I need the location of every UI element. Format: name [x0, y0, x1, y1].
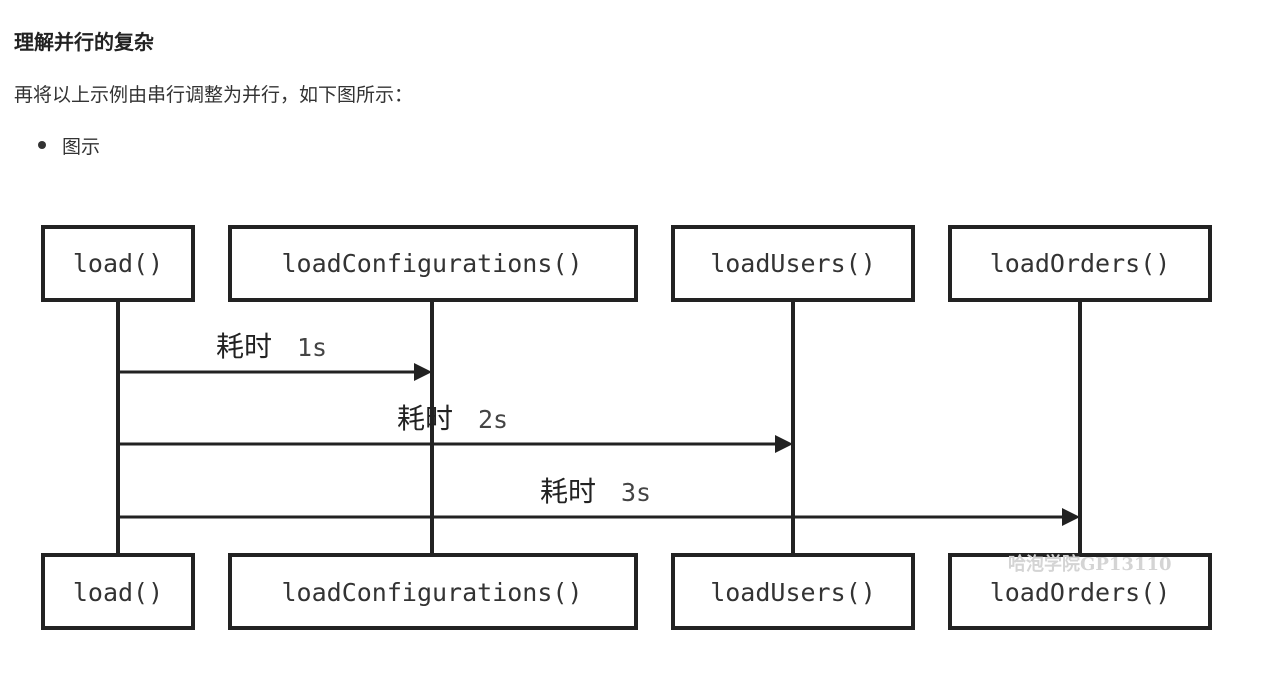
participant-box-top-load: load(): [41, 225, 195, 302]
participant-box-bottom-load-users: loadUsers(): [671, 553, 915, 630]
participant-box-bottom-load-orders: loadOrders(): [948, 553, 1212, 630]
message-duration: 2s: [478, 405, 508, 434]
bullet-item: 图示: [36, 132, 100, 159]
watermark: 哈泡学院GP13110: [1008, 553, 1172, 575]
message-duration: 3s: [621, 478, 651, 507]
arrow-head-icon: [775, 435, 793, 453]
participant-label: loadUsers(): [710, 578, 876, 607]
message-1: 耗时 1s: [118, 330, 432, 381]
participant-box-bottom-load: load(): [41, 553, 195, 630]
message-3: 耗时 3s: [118, 475, 1080, 526]
message-label: 耗时: [540, 475, 596, 508]
arrow-head-icon: [1062, 508, 1080, 526]
arrow-head-icon: [414, 363, 432, 381]
participant-box-bottom-load-configurations: loadConfigurations(): [228, 553, 638, 630]
message-duration: 1s: [297, 333, 327, 362]
participant-label: loadConfigurations(): [281, 249, 582, 278]
intro-paragraph: 再将以上示例由串行调整为并行，如下图所示：: [14, 84, 414, 106]
participant-label: load(): [73, 578, 163, 607]
participant-label: loadConfigurations(): [281, 578, 582, 607]
message-label: 耗时: [216, 330, 272, 363]
participant-label: load(): [73, 249, 163, 278]
participant-label: loadOrders(): [990, 578, 1171, 607]
participant-label: loadUsers(): [710, 249, 876, 278]
participant-box-top-load-orders: loadOrders(): [948, 225, 1212, 302]
bullet-dot-icon: [38, 141, 46, 149]
heading: 理解并行的复杂: [14, 30, 154, 54]
message-label: 耗时: [397, 402, 453, 435]
bullet-item-label: 图示: [62, 136, 101, 158]
bullet-list: 图示: [36, 132, 100, 159]
participant-box-top-load-configurations: loadConfigurations(): [228, 225, 638, 302]
message-2: 耗时 2s: [118, 402, 793, 453]
participant-label: loadOrders(): [990, 249, 1171, 278]
participant-box-top-load-users: loadUsers(): [671, 225, 915, 302]
